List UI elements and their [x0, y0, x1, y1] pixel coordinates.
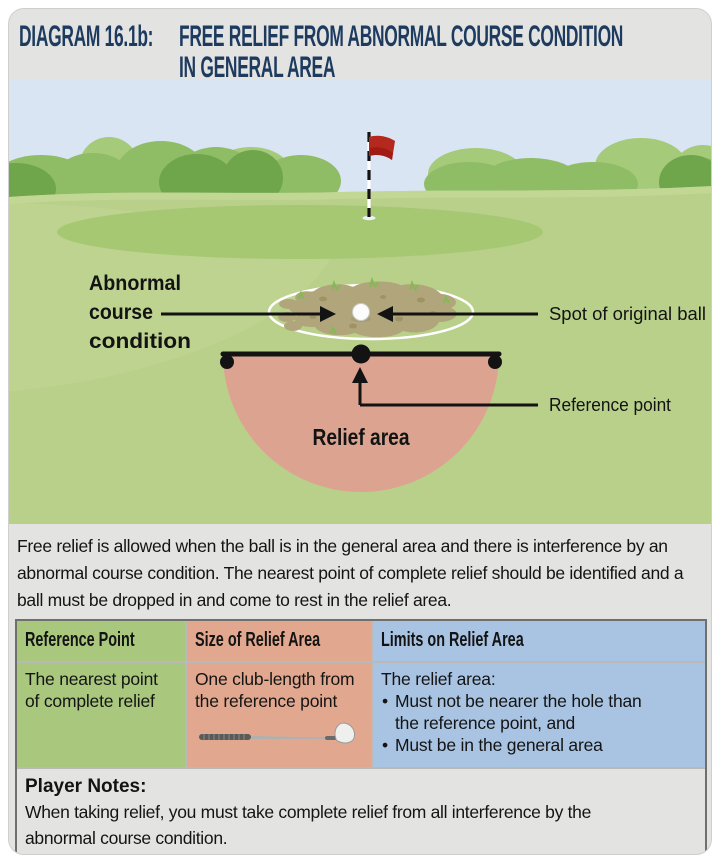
limits-bullet-2: Must be in the general area	[381, 734, 653, 756]
col-header-size: Size of Relief Area	[187, 621, 371, 661]
reference-callout: Reference point	[352, 367, 671, 415]
abnormal-condition-callout: Abnormal course condition	[89, 272, 336, 353]
diagram-title: FREE RELIEF FROM ABNORMAL COURSE CONDITI…	[179, 21, 623, 83]
reference-label: Reference point	[549, 395, 671, 415]
putting-green	[57, 205, 543, 259]
diagram-card: DIAGRAM 16.1b: FREE RELIEF FROM ABNORMAL…	[8, 8, 712, 855]
diagram-title-line1: FREE RELIEF FROM ABNORMAL COURSE CONDITI…	[179, 20, 624, 53]
col-header-reference-point: Reference Point	[17, 621, 185, 661]
limits-list: Must not be nearer the hole than the ref…	[381, 690, 697, 756]
relief-area-label: Relief area	[313, 424, 410, 450]
abnormal-label-line2: course	[89, 301, 153, 324]
course-illustration: Abnormal course condition Spot of origin…	[9, 79, 711, 524]
arrow-up-head	[352, 367, 368, 383]
reference-point-dot	[351, 344, 371, 364]
cell-limits: The relief area: Must not be nearer the …	[373, 663, 705, 767]
arrow-left-head	[377, 306, 393, 322]
rules-table: Reference Point Size of Relief Area Limi…	[15, 619, 707, 854]
hole-cup	[362, 215, 376, 221]
diagram-title-line2: IN GENERAL AREA	[179, 51, 336, 84]
player-notes-title: Player Notes:	[25, 776, 147, 797]
relief-area-shape	[223, 354, 499, 492]
diagram-number: DIAGRAM 16.1b:	[19, 20, 154, 53]
grass-tufts	[298, 277, 450, 335]
abnormal-condition-patch	[278, 277, 457, 338]
flag-shade	[370, 147, 393, 160]
abnormal-label-line1: Abnormal	[89, 272, 181, 295]
arrow-right-head	[320, 306, 336, 322]
player-notes-body: When taking relief, you must take comple…	[25, 802, 592, 848]
abnormal-label-line3: condition	[89, 330, 191, 353]
flagstick	[367, 132, 395, 217]
intro-paragraph: Free relief is allowed when the ball is …	[17, 536, 684, 610]
cell-reference-point: The nearest point of complete relief	[17, 663, 185, 767]
limits-intro: The relief area:	[381, 669, 496, 689]
spot-callout: Spot of original ball	[377, 304, 706, 324]
col-header-limits: Limits on Relief Area	[373, 621, 705, 661]
spot-label: Spot of original ball	[549, 304, 706, 324]
player-notes: Player Notes: When taking relief, you mu…	[17, 769, 705, 854]
golf-club-icon	[197, 721, 363, 760]
golf-ball	[352, 303, 370, 321]
cell-size: One club-length from the reference point	[187, 663, 371, 767]
limits-bullet-1: Must not be nearer the hole than the ref…	[381, 690, 653, 734]
grass-horizon-highlight	[9, 186, 711, 204]
